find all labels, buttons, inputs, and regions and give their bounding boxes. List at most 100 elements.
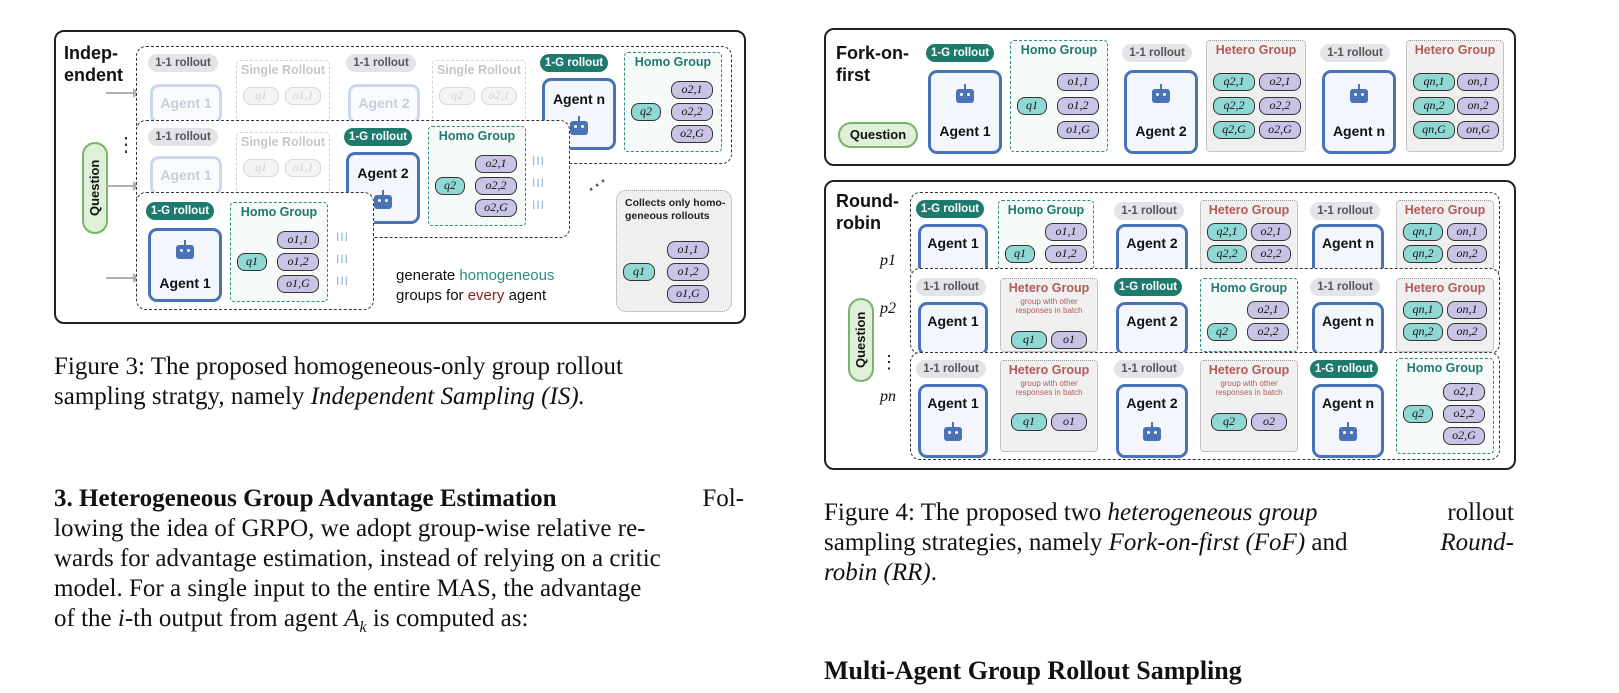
- output-token: o2,1: [1251, 223, 1291, 241]
- agent-1-box: Agent 1: [928, 70, 1002, 154]
- vertical-ellipsis-icon: ⋮: [880, 352, 898, 372]
- agent-2-box: Agent 2: [1116, 302, 1188, 356]
- question-node: Question: [848, 298, 874, 382]
- ellipsis-icon: ⋯: [580, 168, 613, 202]
- rollout-badge: 1-1 rollout: [148, 128, 218, 146]
- query-token: q1: [1017, 97, 1047, 115]
- figure-3-caption: Figure 3: The proposed homogeneous-only …: [54, 353, 623, 410]
- arrow: [106, 181, 140, 191]
- agent-2-box: Agent 2: [346, 152, 420, 224]
- output-token: o1,G: [277, 275, 319, 293]
- query-token: q2: [439, 87, 475, 105]
- reward-bars-icon: III: [532, 154, 546, 168]
- output-token: o1,2: [1057, 97, 1099, 115]
- robot-icon: [944, 422, 962, 441]
- reward-bars-icon: III: [532, 198, 546, 212]
- rollout-badge: 1-G rollout: [1310, 360, 1378, 378]
- output-token: on,G: [1457, 121, 1499, 139]
- robot-icon: [570, 116, 588, 135]
- query-token: q2,1: [1213, 73, 1255, 91]
- rollout-badge: 1-1 rollout: [916, 278, 986, 296]
- output-token: o1,G: [667, 285, 709, 303]
- agent-n-box: Agent n: [1322, 70, 1396, 154]
- query-token: qn,1: [1403, 301, 1443, 319]
- output-token: o1: [1051, 413, 1087, 431]
- hetero-group: Hetero Group qn,1 on,1 qn,2 on,2: [1396, 200, 1494, 274]
- panel-title-round-robin: Round- robin: [836, 191, 899, 233]
- section-3-text: 3. Heterogeneous Group Advantage Estimat…: [54, 485, 744, 636]
- agent-1-box: Agent 1: [918, 302, 988, 356]
- agent-box: Agent 2: [348, 84, 420, 124]
- homo-group: Homo Group q1 o1,1 o1,2: [998, 200, 1094, 274]
- single-rollout-group: Single Rollout q1 o1,1: [236, 60, 330, 122]
- rollout-badge: 1-1 rollout: [1310, 278, 1380, 296]
- homo-group: Homo Group q2 o2,1 o2,2 o2,G: [1396, 358, 1494, 454]
- reward-bars-icon: III: [336, 252, 350, 266]
- hetero-note: group with other responses in batch: [1215, 379, 1283, 397]
- output-token: o2,1: [475, 155, 517, 173]
- hetero-group: Hetero Group qn,1 on,1 qn,2 on,2 qn,G on…: [1406, 40, 1504, 152]
- single-rollout-group: Single Rollout q2 o2,1: [432, 60, 526, 122]
- query-token: q2: [435, 177, 465, 195]
- output-token: on,2: [1447, 245, 1487, 263]
- robot-icon: [176, 240, 194, 259]
- rollout-badge: 1-1 rollout: [1114, 360, 1184, 378]
- rollout-badge: 1-G rollout: [540, 54, 608, 72]
- generate-note: generate homogeneous groups for every ag…: [396, 267, 555, 304]
- output-token: o2,1: [1443, 383, 1485, 401]
- output-token: o2,1: [481, 87, 517, 105]
- output-token: o2,1: [1259, 73, 1301, 91]
- agent-1-box: Agent 1: [918, 384, 988, 458]
- rollout-badge: 1-1 rollout: [148, 54, 218, 72]
- query-token: q2,G: [1213, 121, 1255, 139]
- rollout-badge: 1-1 rollout: [1320, 44, 1390, 62]
- hetero-group: Hetero Group q2,1 o2,1 q2,2 o2,2 q2,G o2…: [1206, 40, 1306, 152]
- single-rollout-group: Single Rollout q1 o1,1: [236, 132, 330, 194]
- rollout-badge: 1-1 rollout: [1114, 202, 1184, 220]
- reward-bars-icon: III: [532, 176, 546, 190]
- query-token: q2: [1211, 413, 1247, 431]
- output-token: o2,1: [1247, 301, 1289, 319]
- query-token: q2: [1207, 323, 1237, 341]
- homo-group: Homo Group q2 o2,1 o2,2 o2,G: [428, 126, 526, 226]
- agent-2-box: Agent 2: [1116, 384, 1188, 458]
- query-token: q2,2: [1207, 245, 1247, 263]
- round-robin-panel: Round- robin Question p1 p2 pn ⋮ 1-G rol…: [824, 180, 1516, 470]
- output-token: on,1: [1447, 223, 1487, 241]
- rollout-badge: 1-G rollout: [916, 200, 984, 218]
- homo-group: Homo Group q2 o2,1 o2,2: [1200, 278, 1298, 352]
- query-token: q1: [623, 263, 655, 281]
- robot-icon: [1152, 84, 1170, 103]
- output-token: o2: [1251, 413, 1287, 431]
- agent-2-box: Agent 2: [1124, 70, 1198, 154]
- output-token: o2,G: [1259, 121, 1301, 139]
- prompt-var: p2: [880, 300, 896, 317]
- reward-bars-icon: III: [336, 230, 350, 244]
- arrow: [106, 88, 140, 98]
- agent-1-box: Agent 1: [148, 228, 222, 302]
- homo-group: Homo Group q1 o1,1 o1,2 o1,G: [230, 202, 328, 302]
- query-token: q1: [1011, 331, 1047, 349]
- rollout-badge: 1-1 rollout: [346, 54, 416, 72]
- question-node: Question: [838, 122, 918, 148]
- hetero-group: Hetero Group group with other responses …: [1000, 278, 1098, 352]
- hetero-note: group with other responses in batch: [1015, 297, 1083, 315]
- panel-title-fork-on-first: Fork-on- first: [836, 43, 909, 85]
- query-token: q1: [237, 253, 267, 271]
- robot-icon: [374, 190, 392, 209]
- rollout-badge: 1-G rollout: [344, 128, 412, 146]
- query-token: qn,2: [1413, 97, 1455, 115]
- output-token: o2,2: [1443, 405, 1485, 423]
- arrow: [106, 273, 140, 283]
- output-token: o1,2: [277, 253, 319, 271]
- agent-n-box: Agent n: [1312, 384, 1384, 458]
- hetero-group: Hetero Group q2,1 o2,1 q2,2 o2,2: [1200, 200, 1298, 274]
- output-token: o2,1: [671, 81, 713, 99]
- output-token: o2,2: [1247, 323, 1289, 341]
- prompt-var: pn: [880, 388, 896, 405]
- rollout-badge: 1-G rollout: [926, 44, 994, 62]
- output-token: o1: [1051, 331, 1087, 349]
- output-token: o1,1: [277, 231, 319, 249]
- homo-group: Homo Group q1 o1,1 o1,2 o1,G: [1010, 40, 1108, 152]
- hetero-group: Hetero Group group with other responses …: [1000, 360, 1098, 452]
